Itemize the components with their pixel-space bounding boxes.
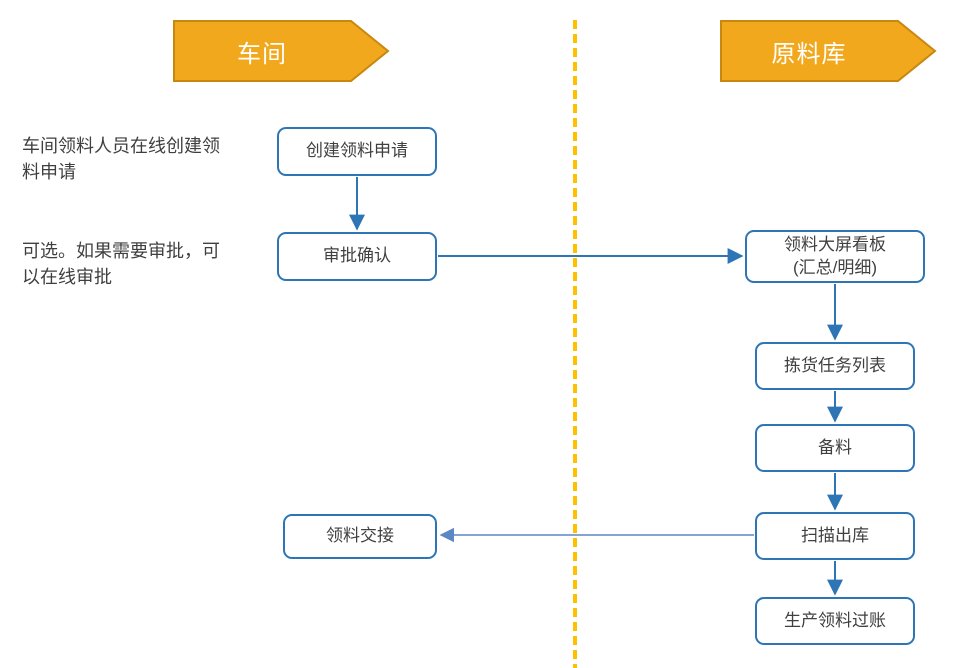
node-board: 领料大屏看板 (汇总/明细) — [745, 230, 925, 283]
node-create-request: 创建领料申请 — [277, 127, 437, 176]
node-label: 创建领料申请 — [306, 141, 408, 161]
arrow-banner-shape — [173, 20, 390, 82]
node-prepare-material: 备料 — [755, 424, 915, 472]
node-label-line2: (汇总/明细) — [792, 257, 878, 277]
lane-label-warehouse: 原料库 — [771, 40, 847, 68]
annotation-create-request: 车间领料人员在线创建领料申请 — [22, 136, 220, 183]
node-picking-task-list: 拣货任务列表 — [755, 342, 915, 390]
node-label: 扫描出库 — [801, 525, 869, 545]
node-scan-outbound: 扫描出库 — [755, 512, 915, 560]
node-approval-confirm: 审批确认 — [277, 232, 437, 281]
lane-header-warehouse: 原料库 — [720, 20, 937, 82]
node-production-posting: 生产领料过账 — [755, 597, 915, 645]
arrow-banner-shape — [720, 20, 937, 82]
node-material-handover: 领料交接 — [283, 514, 437, 559]
lane-label-workshop: 车间 — [236, 40, 287, 68]
node-label: 生产领料过账 — [784, 610, 886, 630]
lane-divider-dashed-line — [573, 20, 577, 668]
node-label: 备料 — [818, 437, 852, 457]
lane-header-workshop: 车间 — [173, 20, 390, 82]
annotation-optional-approval: 可选。如果需要审批，可以在线审批 — [22, 241, 220, 288]
node-label: 拣货任务列表 — [784, 355, 886, 375]
node-label: 领料交接 — [326, 526, 394, 546]
node-label: 领料大屏看板 — [784, 235, 886, 255]
node-label: 审批确认 — [323, 246, 391, 266]
